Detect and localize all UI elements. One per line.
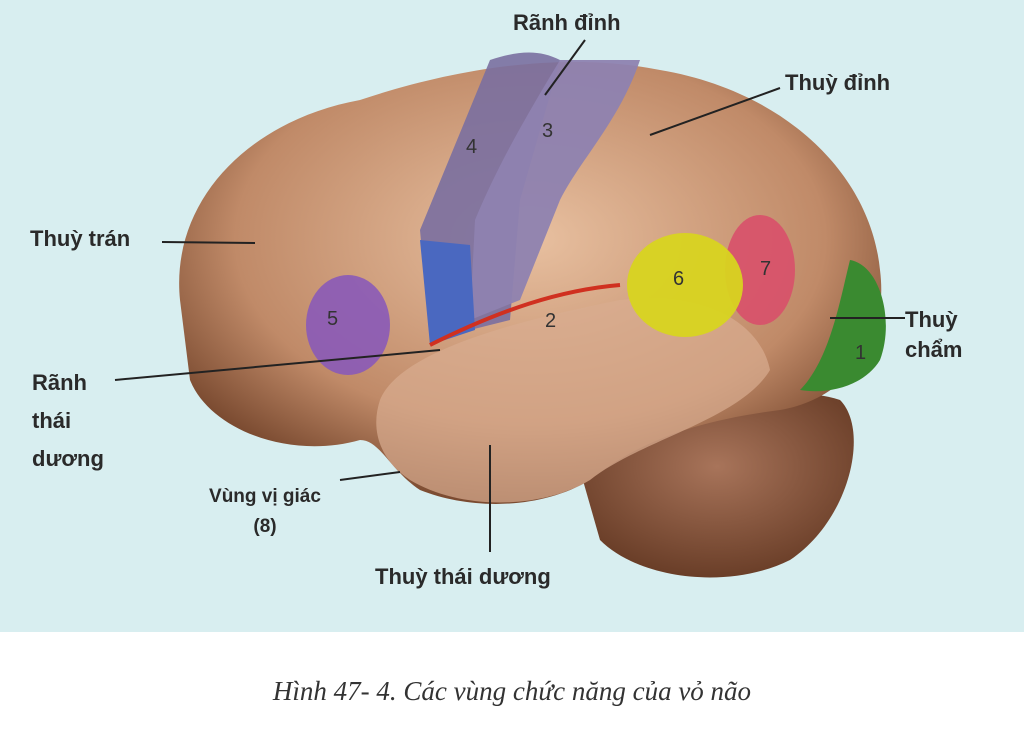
area-number-7: 7 bbox=[760, 258, 772, 280]
label-vung-vi-giac: Vùng vị giác (8) bbox=[195, 482, 335, 542]
leader-lines bbox=[114, 39, 905, 552]
area-number-6: 6 bbox=[673, 268, 685, 290]
figure-caption: Hình 47- 4. Các vùng chức năng của vỏ nã… bbox=[272, 676, 752, 706]
area-5 bbox=[306, 275, 390, 375]
label-thuy-tran: Thuỳ trán bbox=[30, 226, 131, 251]
area-1 bbox=[800, 260, 886, 392]
temporal-lobe bbox=[376, 298, 770, 503]
lateral-sulcus bbox=[429, 283, 621, 347]
brain-illustration bbox=[114, 39, 905, 578]
label-line: Rãnh bbox=[32, 370, 87, 395]
brain-diagram: 1 2 3 4 5 6 7 Rãnh đỉnh Thuỳ đỉnh Thuỳ t… bbox=[0, 0, 1024, 632]
label-ranh-dinh: Rãnh đỉnh bbox=[513, 10, 621, 35]
area-3 bbox=[470, 60, 640, 320]
label-thuy-dinh: Thuỳ đỉnh bbox=[785, 70, 891, 95]
area-number-1: 1 bbox=[855, 342, 867, 364]
label-line: thái bbox=[32, 408, 72, 433]
label-line: (8) bbox=[253, 516, 277, 537]
label-thuy-cham: Thuỳ chẩm bbox=[905, 305, 962, 365]
label-ranh-thai-duong: Rãnh thái dương bbox=[32, 364, 104, 478]
area-7 bbox=[725, 215, 795, 325]
area-number-5: 5 bbox=[327, 308, 339, 330]
area-6 bbox=[627, 233, 743, 337]
area-number-2: 2 bbox=[545, 310, 557, 332]
label-thuy-thai-duong: Thuỳ thái dương bbox=[375, 564, 551, 589]
area-number-3: 3 bbox=[542, 120, 554, 142]
label-line: Thuỳ bbox=[905, 307, 958, 332]
area-blue bbox=[420, 240, 475, 345]
label-line: chẩm bbox=[905, 337, 963, 362]
area-number-4: 4 bbox=[466, 136, 478, 158]
label-line: dương bbox=[32, 446, 104, 471]
label-line: Vùng vị giác bbox=[209, 486, 321, 507]
